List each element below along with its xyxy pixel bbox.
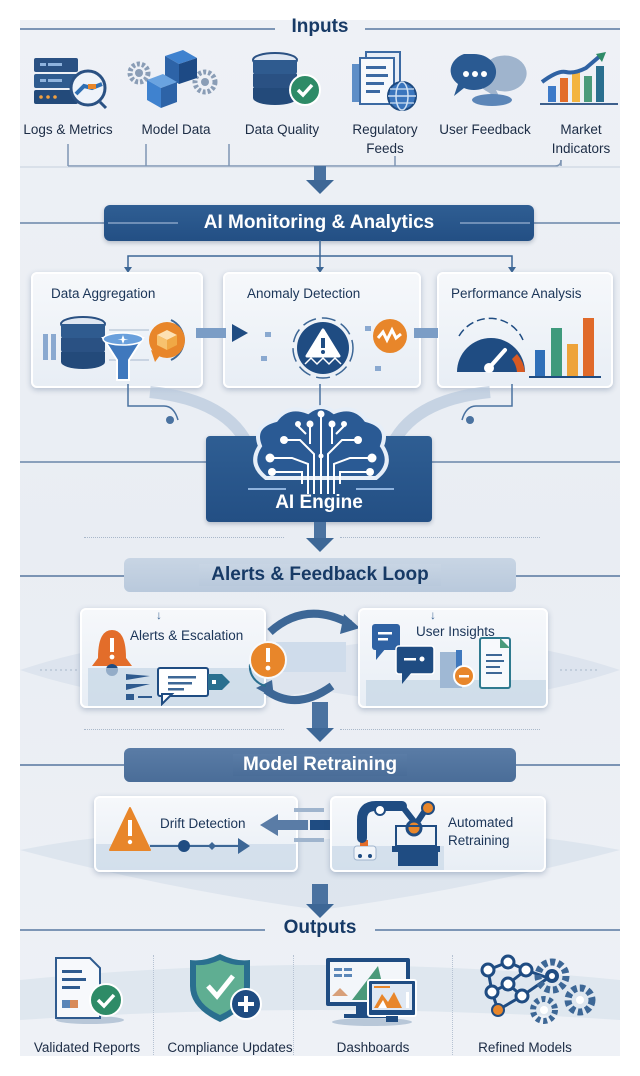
network-gears-icon [478, 952, 602, 1028]
card-arrow-down-icon: ↓ [430, 608, 436, 622]
outputs-title: Outputs [283, 917, 357, 938]
server-gauge-icon [32, 50, 112, 110]
outputs-separator [153, 955, 154, 1055]
orange-wave-icon [373, 319, 407, 353]
card-arrow-down-icon: ↓ [156, 608, 162, 622]
banner-line-right [460, 222, 530, 224]
card-alerts-escalation[interactable]: ↓ Alerts & Escalation [80, 608, 266, 708]
retraining-title: Model Retraining [232, 754, 408, 776]
shield-plus-icon [186, 952, 276, 1026]
retraining-arrow-down-icon [306, 904, 334, 918]
dotted-divider-left [84, 537, 284, 538]
inputs-title: Inputs [291, 16, 349, 37]
outputs-divider-right [375, 929, 620, 931]
output-label-refined-models: Refined Models [478, 1040, 572, 1055]
inputs-divider-right [365, 28, 620, 30]
card-automated-retraining[interactable]: Automated Retraining [330, 796, 546, 872]
chat-bubbles-icon [450, 52, 530, 110]
outputs-divider-left [20, 929, 265, 931]
card-title-data-aggregation: Data Aggregation [51, 286, 156, 301]
inputs-divider-left [20, 28, 275, 30]
bar-chart-trend-icon [538, 50, 620, 110]
brain-circuit-icon [248, 405, 394, 494]
input-label-regulatory-feeds: Regulatory Feeds [352, 122, 418, 156]
monitoring-flow-arrows [196, 324, 438, 342]
feedback-cycle-arrows[interactable] [236, 606, 366, 710]
card-title-drift-detection: Drift Detection [160, 816, 246, 831]
dotted-divider-right [340, 729, 540, 730]
monitoring-branch-connectors [124, 240, 516, 273]
card-title-performance-analysis: Performance Analysis [451, 286, 582, 301]
output-label-validated-reports: Validated Reports [33, 1040, 141, 1055]
report-check-icon [50, 956, 140, 1026]
cubes-gears-icon [125, 48, 220, 110]
banner-line-left [108, 222, 178, 224]
ai-engine-title: AI Engine [275, 492, 363, 513]
card-data-aggregation[interactable]: Data Aggregation [31, 272, 203, 388]
card-user-insights[interactable]: ↓ User Insights [358, 608, 548, 708]
outputs-separator [293, 955, 294, 1055]
retraining-banner: Model Retraining [124, 748, 516, 782]
warning-shield-icon [261, 317, 381, 379]
input-label-data-quality: Data Quality [244, 122, 320, 137]
engine-arrow-stem [314, 522, 326, 540]
alerts-arrow-stem [312, 702, 328, 730]
outputs-separator [452, 955, 453, 1055]
database-check-icon [250, 50, 330, 110]
outputs-backdrop [20, 965, 620, 1020]
card-title-automated-retraining: Automated Retraining [448, 815, 514, 848]
output-label-dashboards: Dashboards [336, 1040, 410, 1055]
dotted-divider-left [84, 729, 284, 730]
monitoring-title: AI Monitoring & Analytics [203, 212, 435, 233]
warning-triangle-icon [96, 807, 296, 870]
card-title-anomaly-detection: Anomaly Detection [247, 286, 361, 301]
input-label-market-indicators: Market Indicators [551, 122, 611, 156]
card-title-alerts-escalation: Alerts & Escalation [130, 628, 244, 643]
card-title-user-insights: User Insights [416, 624, 495, 639]
engine-arrow-down-icon [306, 538, 334, 552]
monitoring-banner: AI Monitoring & Analytics [104, 205, 534, 241]
inputs-arrow-stem [314, 166, 326, 180]
retraining-arrow-stem [312, 884, 328, 906]
chat-document-icon [366, 624, 546, 706]
gauge-bars-icon [457, 317, 601, 378]
monitor-dashboard-icon [322, 956, 422, 1028]
database-funnel-icon [43, 316, 185, 381]
alerts-arrow-down-icon [306, 728, 334, 742]
dotted-divider-right [340, 537, 540, 538]
input-label-user-feedback: User Feedback [439, 122, 531, 137]
alerts-banner: Alerts & Feedback Loop [124, 558, 516, 592]
input-label-logs-metrics: Logs & Metrics [23, 122, 113, 137]
robot-arm-icon [332, 801, 444, 870]
card-drift-detection[interactable]: Drift Detection [94, 796, 298, 872]
inputs-arrow-down-icon [306, 180, 334, 194]
alerts-title: Alerts & Feedback Loop [199, 564, 441, 586]
documents-globe-icon [350, 50, 430, 112]
bell-alert-icon [88, 630, 264, 706]
card-performance-analysis[interactable]: Performance Analysis [437, 272, 613, 388]
input-label-model-data: Model Data [141, 122, 211, 137]
output-label-compliance-updates: Compliance Updates [167, 1040, 293, 1055]
